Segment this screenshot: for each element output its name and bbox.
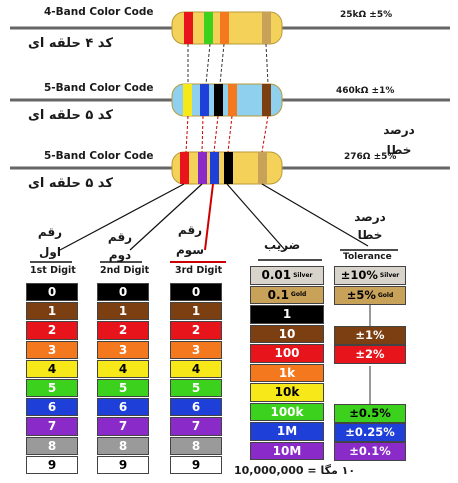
- d1-fa-header: رقم اول: [37, 225, 63, 259]
- multiplier-cell: 1M: [250, 422, 324, 441]
- tolerance-cell: ±5% Gold: [334, 286, 406, 305]
- row2-fa-label: کد ۵ حلقه ای: [28, 108, 113, 123]
- digit-cell: 8: [26, 436, 78, 455]
- digit-cell: 5: [170, 379, 222, 398]
- tolerance-fa-header: درصد خطا: [354, 210, 386, 242]
- multiplier-cell: 10k: [250, 383, 324, 402]
- leader-d3: [204, 183, 214, 251]
- color-band: [262, 84, 271, 116]
- digit-cell: 2: [170, 321, 222, 340]
- percent-error-label: درصد خطا: [383, 123, 415, 157]
- digit-cell: 8: [97, 436, 149, 455]
- band-guide: [201, 115, 204, 153]
- color-band: [180, 152, 189, 184]
- digit-cell: 1: [97, 302, 149, 321]
- band-guide: [227, 115, 233, 153]
- color-band: [224, 152, 233, 184]
- d3-fa-header: رقم سوم: [175, 223, 205, 257]
- digit-cell: 3: [170, 340, 222, 359]
- digit-cell: 2: [26, 321, 78, 340]
- digit-cell: 3: [26, 340, 78, 359]
- row1-value: 25kΩ ±5%: [340, 10, 393, 20]
- digit-cell: 1: [26, 302, 78, 321]
- band-guide: [205, 43, 211, 85]
- band-guide: [265, 43, 269, 85]
- multiplier-cell: 10: [250, 324, 324, 343]
- row1-fa-label: کد ۴ حلقه ای: [28, 36, 113, 51]
- digit-cell: 7: [26, 417, 78, 436]
- leader-d2: [129, 183, 203, 251]
- color-band: [210, 152, 219, 184]
- d2-fa-header: رقم دوم: [107, 230, 133, 262]
- digit-cell: 6: [170, 398, 222, 417]
- digit-cell: 3: [97, 340, 149, 359]
- multiplier-cell: 100k: [250, 402, 324, 421]
- tolerance-cell: ±0.5%: [334, 404, 406, 423]
- multiplier-cell: 10M: [250, 441, 324, 460]
- resistor-2: [171, 83, 283, 117]
- digit-cell: 0: [170, 283, 222, 302]
- resistor-body: [171, 83, 283, 117]
- d2-header: 2nd Digit: [100, 265, 150, 276]
- footer-note: ۱۰ مگا = 10,000,000: [234, 464, 356, 477]
- color-band: [258, 152, 267, 184]
- digit-cell: 9: [26, 455, 78, 474]
- leader-tol: [261, 183, 369, 247]
- tolerance-cell: ±2%: [334, 345, 406, 364]
- tolerance-cell: ±0.1%: [334, 442, 406, 461]
- tolerance-cell: ±10% Silver: [334, 266, 406, 285]
- band-guide: [185, 115, 189, 153]
- digit-cell: 1: [170, 302, 222, 321]
- band-guide: [261, 115, 269, 153]
- resistor-3: [171, 151, 283, 185]
- row3-title: 5-Band Color Code: [44, 150, 154, 162]
- digit-cell: 6: [26, 398, 78, 417]
- multiplier-cell: 100: [250, 344, 324, 363]
- digit-cell: 5: [26, 379, 78, 398]
- color-band: [262, 12, 271, 44]
- d1-header: 1st Digit: [30, 265, 76, 276]
- row2-value: 460kΩ ±1%: [336, 86, 395, 96]
- color-band: [183, 84, 192, 116]
- multiplier-cell: 0.1 Gold: [250, 285, 324, 304]
- digit-cell: 2: [97, 321, 149, 340]
- color-band: [214, 84, 223, 116]
- color-band: [184, 12, 193, 44]
- digit-cell: 6: [97, 398, 149, 417]
- multiplier-cell: 0.01 Silver: [250, 266, 324, 285]
- color-band: [200, 84, 209, 116]
- d3-header: 3rd Digit: [175, 265, 223, 276]
- multiplier-cell: 1k: [250, 363, 324, 382]
- digit-cell: 5: [97, 379, 149, 398]
- digit-cell: 9: [97, 455, 149, 474]
- digit-cell: 7: [170, 417, 222, 436]
- row2-title: 5-Band Color Code: [44, 82, 154, 94]
- band-guide: [213, 115, 219, 153]
- row3-fa-label: کد ۵ حلقه ای: [28, 176, 113, 191]
- row1-title: 4-Band Color Code: [44, 6, 154, 18]
- multiplier-cell: 1: [250, 305, 324, 324]
- row3-value: 276Ω ±5%: [344, 152, 397, 162]
- digit-cell: 4: [26, 359, 78, 378]
- color-band: [198, 152, 207, 184]
- color-band: [220, 12, 229, 44]
- band-guide: [219, 43, 225, 85]
- color-band: [228, 84, 237, 116]
- color-band: [204, 12, 213, 44]
- digit-cell: 4: [170, 359, 222, 378]
- digit-cell: 8: [170, 436, 222, 455]
- digit-cell: 4: [97, 359, 149, 378]
- tolerance-cell: ±1%: [334, 326, 406, 345]
- digit-cell: 0: [26, 283, 78, 302]
- digit-cell: 7: [97, 417, 149, 436]
- digit-cell: 9: [170, 455, 222, 474]
- tolerance-cell: ±0.25%: [334, 423, 406, 442]
- leader-d1: [59, 183, 185, 251]
- multiplier-fa-header: ضریب: [264, 238, 301, 252]
- digit-cell: 0: [97, 283, 149, 302]
- leader-mult: [226, 183, 286, 251]
- tolerance-header: Tolerance: [343, 252, 392, 262]
- resistor-1: [171, 11, 283, 45]
